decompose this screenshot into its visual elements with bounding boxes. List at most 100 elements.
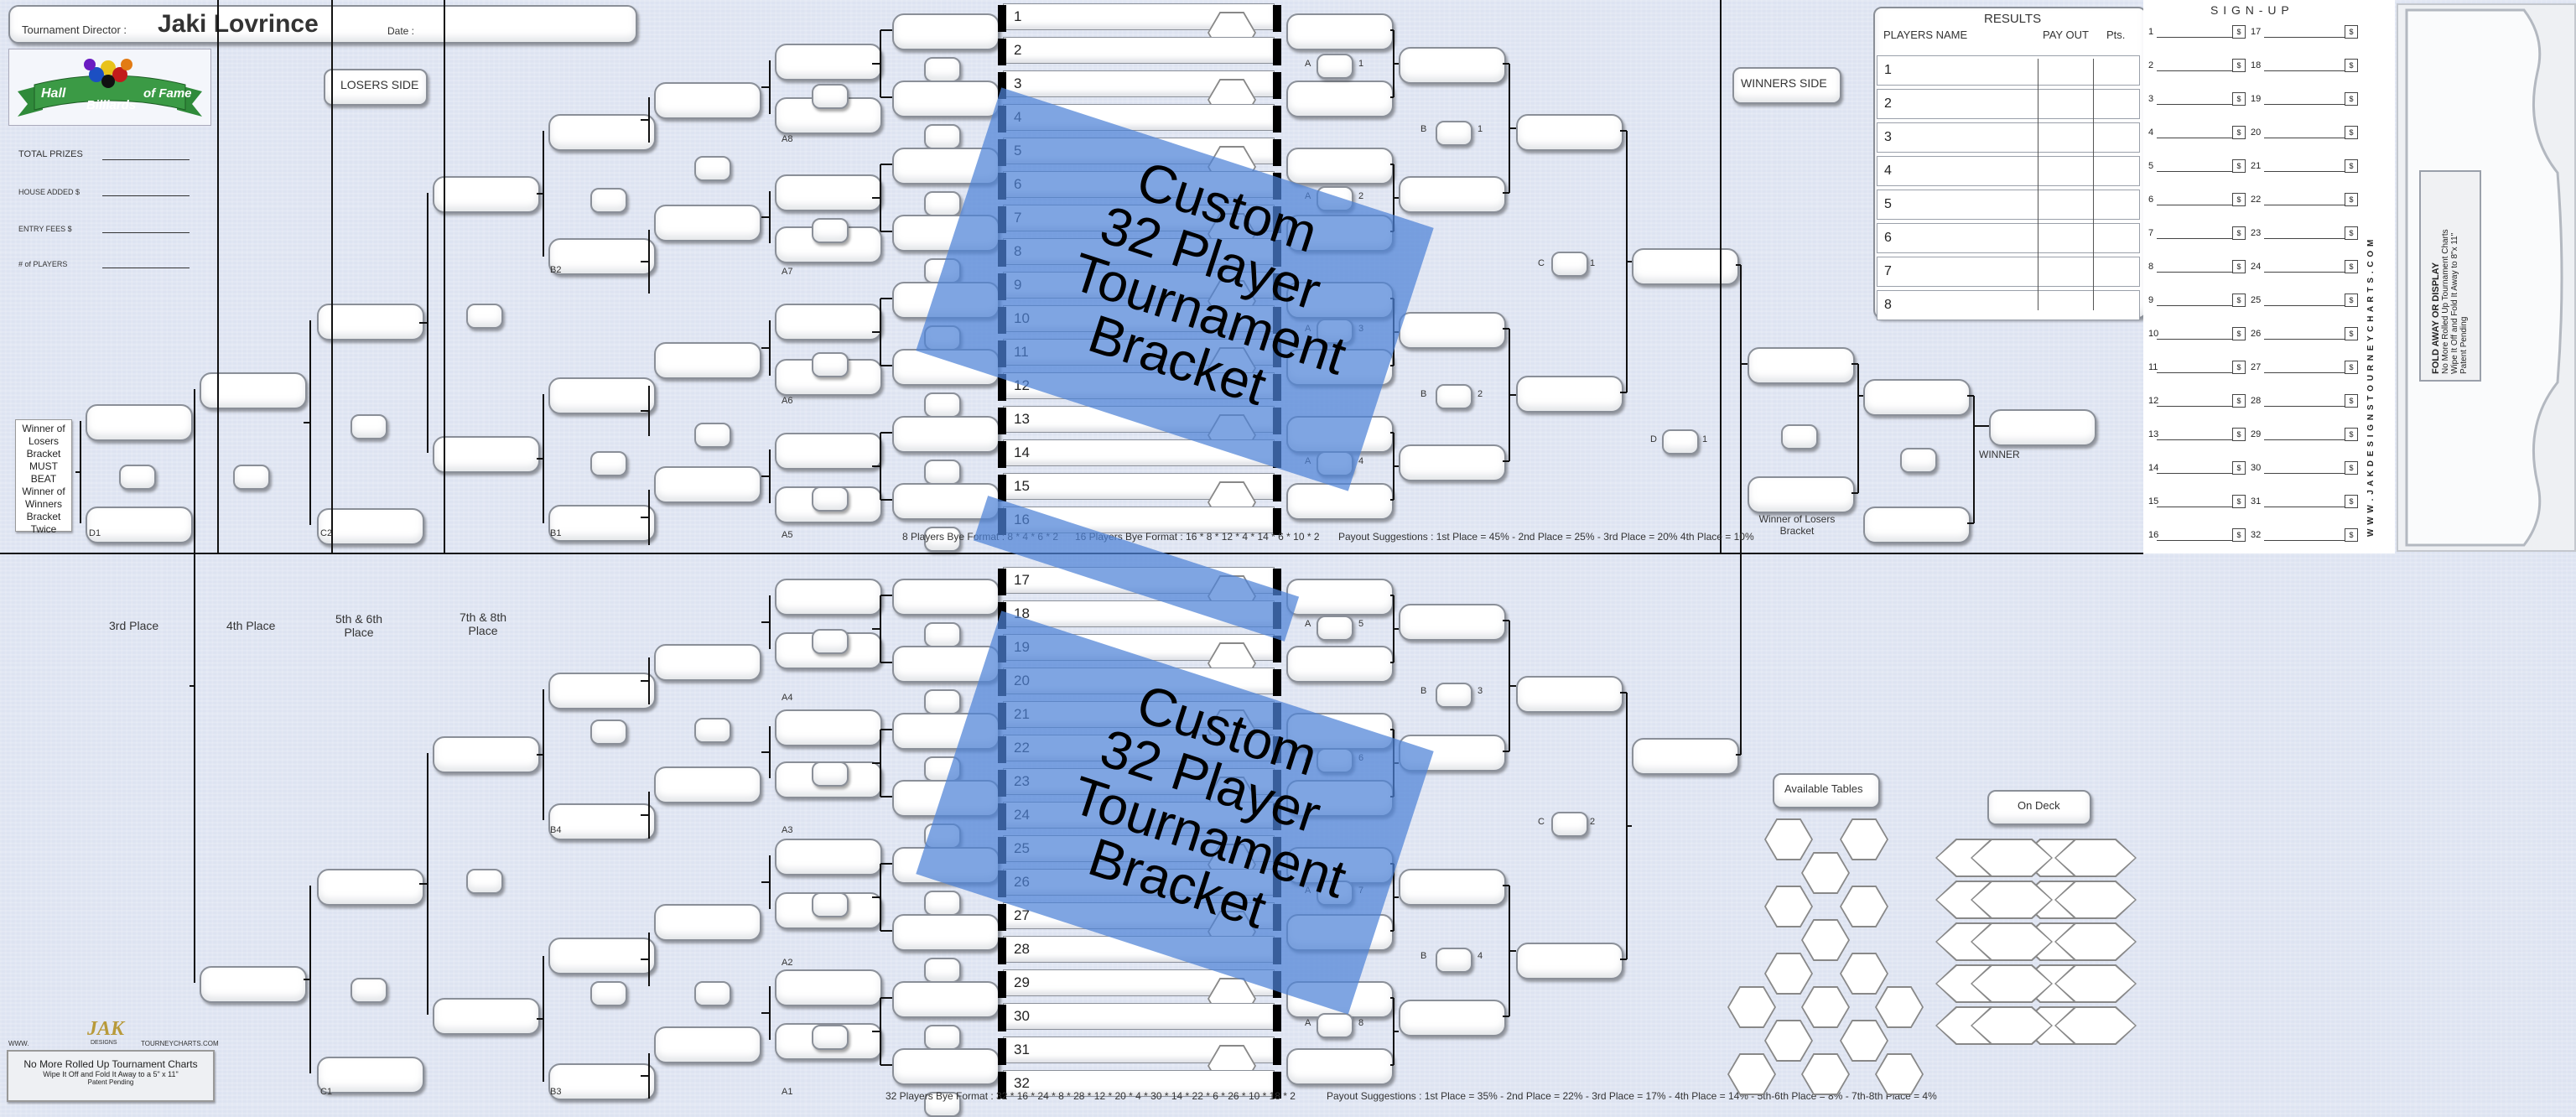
paid-checkbox[interactable]: $ <box>2232 193 2246 206</box>
winners-final-slot[interactable] <box>1748 347 1855 384</box>
first-round-left-score[interactable] <box>924 527 961 552</box>
losers-c-slot[interactable] <box>548 1063 656 1100</box>
first-round-left-score[interactable] <box>924 689 961 714</box>
signup-line[interactable] <box>2264 104 2348 105</box>
first-round-left-score[interactable] <box>924 460 961 485</box>
losers-a-slot[interactable] <box>775 433 882 470</box>
losers-c-score[interactable] <box>590 720 627 745</box>
losers-c-slot[interactable] <box>548 377 656 414</box>
paid-checkbox[interactable]: $ <box>2232 495 2246 508</box>
signup-line[interactable] <box>2157 305 2236 306</box>
losers-f-slot[interactable] <box>200 372 307 409</box>
first-round-left-slot[interactable] <box>892 981 1000 1018</box>
signup-line[interactable] <box>2157 372 2236 373</box>
losers-d-slot[interactable] <box>433 998 540 1035</box>
paid-checkbox[interactable]: $ <box>2232 92 2246 106</box>
results-row[interactable]: 4 <box>1877 156 2140 186</box>
paid-checkbox[interactable]: $ <box>2345 428 2358 441</box>
winners-c-score[interactable] <box>1551 252 1588 277</box>
losers-b-score[interactable] <box>694 981 731 1006</box>
losers-c-slot[interactable] <box>548 505 656 542</box>
losers-e-slot[interactable] <box>317 304 424 340</box>
losers-final-slot[interactable] <box>86 507 193 543</box>
paid-checkbox[interactable]: $ <box>2232 528 2246 542</box>
paid-checkbox[interactable]: $ <box>2232 260 2246 273</box>
paid-checkbox[interactable]: $ <box>2345 394 2358 408</box>
paid-checkbox[interactable]: $ <box>2345 25 2358 39</box>
table-hex-icon[interactable] <box>1875 1053 1924 1095</box>
losers-b-score[interactable] <box>694 718 731 743</box>
losers-e-score[interactable] <box>351 978 387 1003</box>
table-hex-icon[interactable] <box>1801 919 1850 961</box>
grand-final-slot[interactable] <box>1863 379 1971 416</box>
table-hex-icon[interactable] <box>1840 953 1888 995</box>
losers-b-slot[interactable] <box>654 205 761 242</box>
first-round-left-score[interactable] <box>924 1025 961 1050</box>
paid-checkbox[interactable]: $ <box>2232 394 2246 408</box>
winners-d-slot[interactable] <box>1632 738 1739 775</box>
results-row[interactable]: 2 <box>1877 89 2140 119</box>
losers-a-score[interactable] <box>812 1025 849 1050</box>
losers-a-score[interactable] <box>812 218 849 243</box>
player-slot[interactable]: 2 <box>1003 37 1275 64</box>
results-row[interactable]: 8 <box>1877 290 2140 320</box>
paid-checkbox[interactable]: $ <box>2232 59 2246 72</box>
paid-checkbox[interactable]: $ <box>2345 193 2358 206</box>
first-round-left-slot[interactable] <box>892 914 1000 951</box>
champion-slot[interactable] <box>1989 409 2096 446</box>
grand-final-score[interactable] <box>1900 448 1937 473</box>
paid-checkbox[interactable]: $ <box>2345 126 2358 139</box>
grand-final-slot[interactable] <box>1863 507 1971 543</box>
signup-line[interactable] <box>2264 272 2348 273</box>
signup-line[interactable] <box>2157 339 2236 340</box>
first-round-left-score[interactable] <box>924 622 961 647</box>
losers-b-slot[interactable] <box>654 644 761 681</box>
losers-b-slot[interactable] <box>654 466 761 503</box>
paid-checkbox[interactable]: $ <box>2232 226 2246 240</box>
losers-a-slot[interactable] <box>775 44 882 81</box>
first-round-right-slot[interactable] <box>1286 483 1394 520</box>
first-round-left-score[interactable] <box>924 191 961 216</box>
signup-line[interactable] <box>2264 372 2348 373</box>
paid-checkbox[interactable]: $ <box>2232 25 2246 39</box>
winners-c-slot[interactable] <box>1516 676 1623 713</box>
signup-line[interactable] <box>2264 406 2348 407</box>
signup-line[interactable] <box>2157 473 2236 474</box>
signup-line[interactable] <box>2157 70 2236 71</box>
winners-b-slot[interactable] <box>1399 176 1506 213</box>
signup-line[interactable] <box>2264 171 2348 172</box>
losers-f-slot[interactable] <box>200 966 307 1003</box>
paid-checkbox[interactable]: $ <box>2345 327 2358 340</box>
losers-final-slot[interactable] <box>86 404 193 441</box>
paid-checkbox[interactable]: $ <box>2345 461 2358 475</box>
winners-a-score[interactable] <box>1317 54 1353 79</box>
losers-c-score[interactable] <box>590 188 627 213</box>
losers-b-slot[interactable] <box>654 342 761 379</box>
table-hex-icon[interactable] <box>1727 1053 1776 1095</box>
signup-line[interactable] <box>2157 37 2236 38</box>
signup-line[interactable] <box>2264 37 2348 38</box>
first-round-left-slot[interactable] <box>892 13 1000 50</box>
paid-checkbox[interactable]: $ <box>2232 361 2246 374</box>
prize-line[interactable] <box>102 232 190 233</box>
losers-b-slot[interactable] <box>654 904 761 941</box>
table-hex-icon[interactable] <box>1764 1020 1813 1062</box>
table-hex-icon[interactable] <box>1801 852 1850 894</box>
paid-checkbox[interactable]: $ <box>2232 327 2246 340</box>
table-hex-icon[interactable] <box>1840 818 1888 860</box>
signup-line[interactable] <box>2157 272 2236 273</box>
signup-line[interactable] <box>2264 439 2348 440</box>
director-name[interactable]: Jaki Lovrince <box>158 10 319 38</box>
signup-line[interactable] <box>2264 305 2348 306</box>
winners-a-score[interactable] <box>1317 1013 1353 1038</box>
losers-d-slot[interactable] <box>433 736 540 773</box>
winners-b-slot[interactable] <box>1399 444 1506 481</box>
winners-b-slot[interactable] <box>1399 1000 1506 1036</box>
losers-d-score[interactable] <box>466 304 503 329</box>
paid-checkbox[interactable]: $ <box>2345 59 2358 72</box>
table-hex-icon[interactable] <box>1727 986 1776 1028</box>
losers-final-score[interactable] <box>119 465 156 490</box>
losers-b-score[interactable] <box>694 156 731 181</box>
losers-d-slot[interactable] <box>433 176 540 213</box>
results-row[interactable]: 1 <box>1877 55 2140 86</box>
